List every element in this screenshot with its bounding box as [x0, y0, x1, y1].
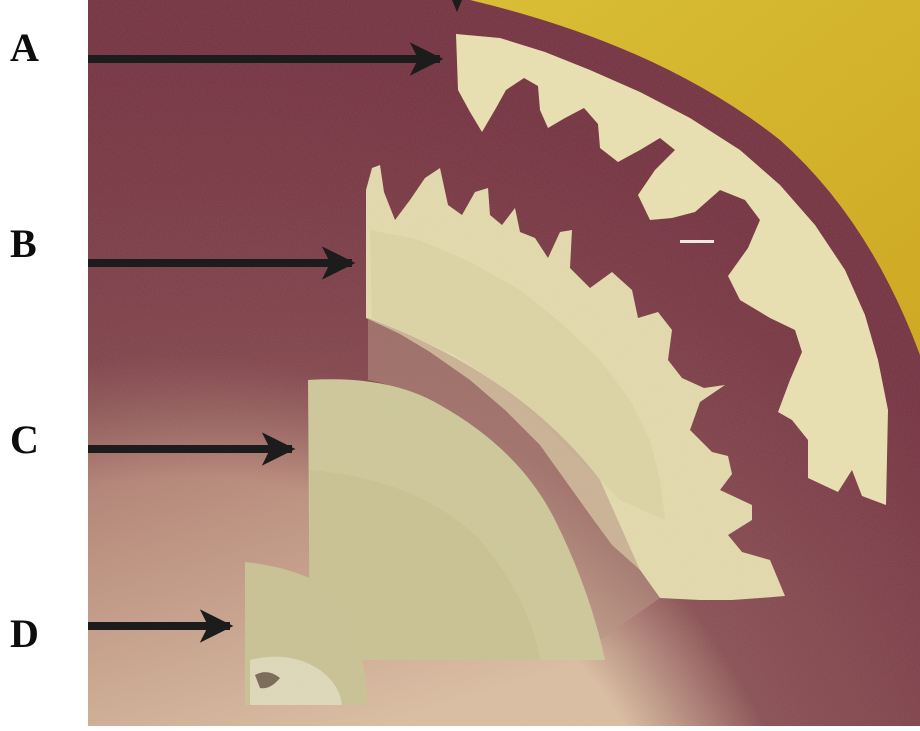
panel-label-a: A: [10, 28, 39, 68]
panel-label-b: B: [10, 224, 37, 264]
panel-label-d: D: [10, 614, 39, 654]
grain-overlay: [88, 0, 920, 726]
panel-label-c: C: [10, 420, 39, 460]
